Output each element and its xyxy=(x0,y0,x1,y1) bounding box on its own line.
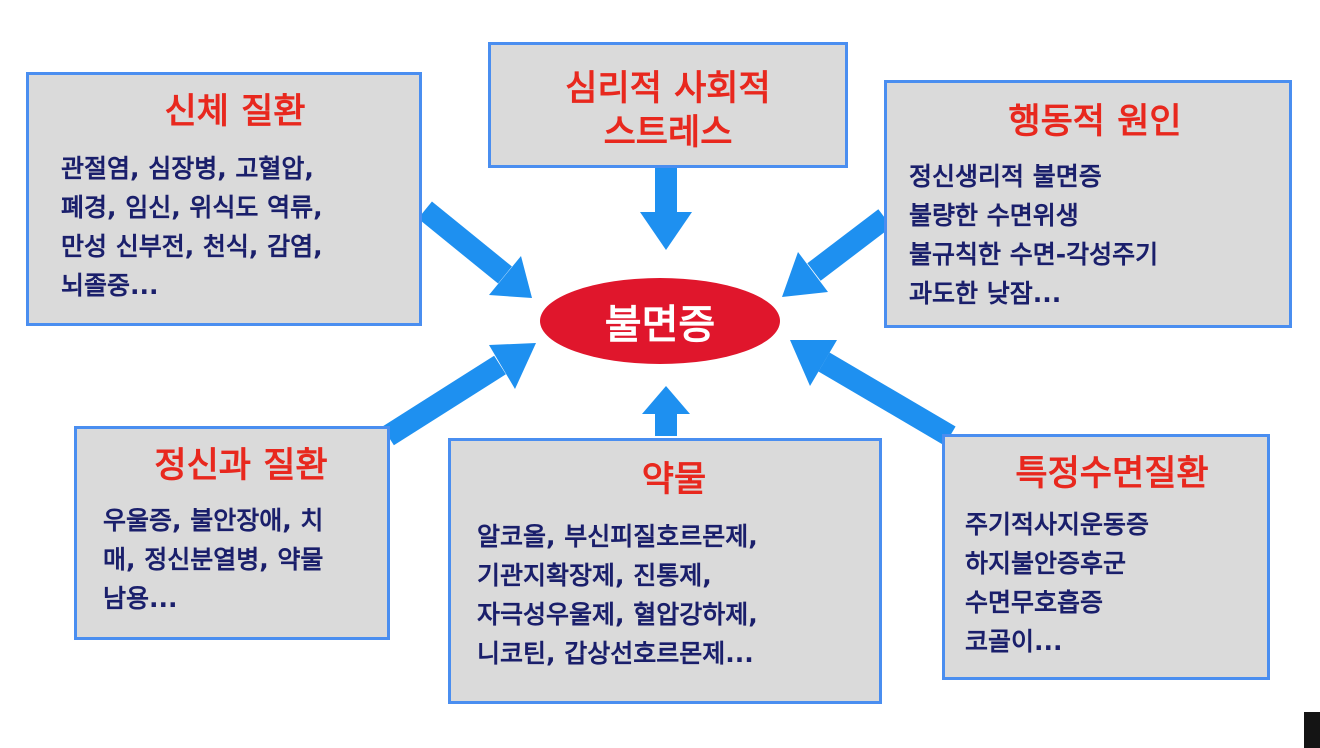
box-sleep-disorders: 특정수면질환 주기적사지운동증 하지불안증후군 수면무호흡증 코골이... xyxy=(942,434,1270,680)
arrowhead-sleep-disorders xyxy=(790,340,837,386)
box-body: 우울증, 불안장애, 치 매, 정신분열병, 약물 남용... xyxy=(103,506,324,613)
arrow-psychiatric xyxy=(382,355,506,446)
arrowhead-physical xyxy=(489,256,532,298)
corner-block xyxy=(1304,712,1320,748)
arrowhead-behavioral xyxy=(782,252,828,297)
box-body: 정신생리적 불면증 불량한 수면위생 불규칙한 수면-각성주기 과도한 낮잠..… xyxy=(909,162,1159,308)
box-body: 주기적사지운동증 하지불안증후군 수면무호흡증 코골이... xyxy=(965,510,1150,656)
center-label: 불면증 xyxy=(604,302,716,348)
box-behavioral-causes: 행동적 원인 정신생리적 불면증 불량한 수면위생 불규칙한 수면-각성주기 과… xyxy=(884,80,1292,328)
box-body: 알코올, 부신피질호르몬제, 기관지확장제, 진통제, 자극성우울제, 혈압강하… xyxy=(477,522,758,668)
arrow-sleep-disorders xyxy=(818,352,956,446)
box-title: 심리적 사회적 스트레스 xyxy=(565,69,771,153)
box-physical-illness: 신체 질환 관절염, 심장병, 고혈압, 폐경, 임신, 위식도 역류, 만성 … xyxy=(26,72,422,326)
arrowhead-drugs xyxy=(642,386,690,414)
arrowhead-stress xyxy=(640,212,692,250)
arrow-physical xyxy=(418,201,512,284)
box-psychiatric-illness: 정신과 질환 우울증, 불안장애, 치 매, 정신분열병, 약물 남용... xyxy=(74,426,390,640)
insomnia-center-ellipse: 불면증 xyxy=(540,278,780,364)
box-drugs: 약물 알코올, 부신피질호르몬제, 기관지확장제, 진통제, 자극성우울제, 혈… xyxy=(448,438,882,704)
box-title: 약물 xyxy=(641,460,707,500)
box-title: 특정수면질환 xyxy=(1015,454,1209,494)
arrow-behavioral xyxy=(807,209,892,281)
box-title: 정신과 질환 xyxy=(154,446,328,486)
box-title: 신체 질환 xyxy=(164,92,306,132)
box-title: 행동적 원인 xyxy=(1008,102,1182,142)
arrowhead-psychiatric xyxy=(489,343,536,389)
box-psychosocial-stress: 심리적 사회적 스트레스 xyxy=(488,42,848,168)
box-body: 관절염, 심장병, 고혈압, 폐경, 임신, 위식도 역류, 만성 신부전, 천… xyxy=(61,154,323,300)
